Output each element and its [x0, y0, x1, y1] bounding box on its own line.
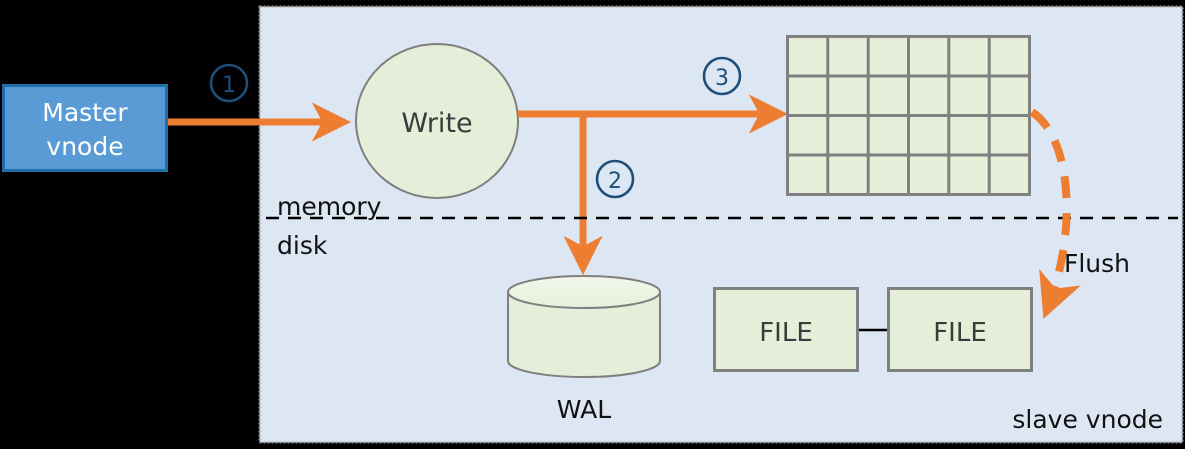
master-vnode-label-line1: Master [42, 98, 128, 127]
flush-label: Flush [1064, 249, 1130, 278]
wal-cylinder [507, 275, 661, 378]
wal-label: WAL [557, 395, 611, 424]
file-box-2-label: FILE [933, 318, 987, 348]
slave-vnode-label: slave vnode [1012, 405, 1163, 434]
write-label: Write [401, 108, 472, 139]
file-box-1-label: FILE [759, 318, 813, 348]
file-box-1[interactable] [713, 287, 859, 372]
master-vnode-box[interactable] [2, 84, 168, 172]
step-marker-2: 2 [595, 159, 635, 199]
disk-label: disk [277, 231, 328, 260]
step-marker-1: 1 [209, 63, 249, 103]
write-circle[interactable] [355, 43, 519, 199]
svg-text:3: 3 [715, 66, 729, 91]
svg-text:1: 1 [222, 73, 236, 98]
file-box-2[interactable] [887, 287, 1033, 372]
master-vnode-label-line2: vnode [46, 132, 123, 161]
svg-text:2: 2 [608, 169, 622, 194]
step-marker-3: 3 [702, 56, 742, 96]
memory-label: memory [277, 192, 382, 221]
flush-arrow [1029, 108, 1081, 319]
memtable-grid [786, 35, 1031, 196]
